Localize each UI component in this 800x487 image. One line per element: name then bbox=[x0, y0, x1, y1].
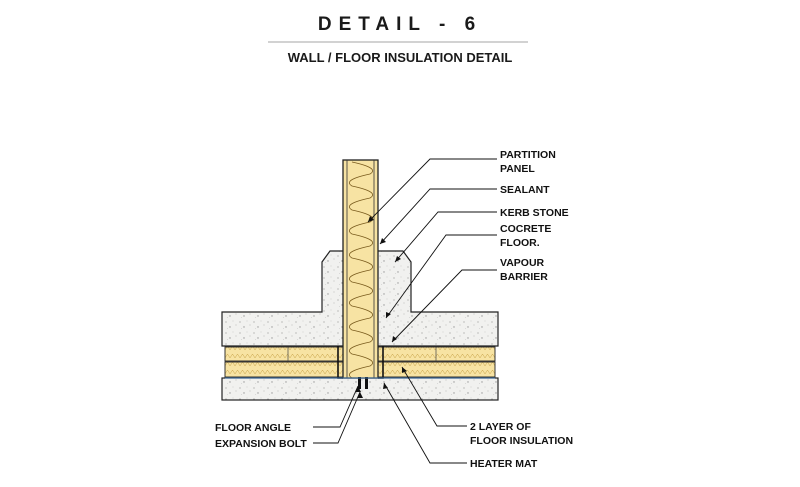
drawing-subtitle: WALL / FLOOR INSULATION DETAIL bbox=[288, 50, 513, 65]
label-concrete-floor-line2: FLOOR. bbox=[500, 237, 540, 249]
partition-panel bbox=[342, 159, 379, 379]
label-floor-insulation-line2: FLOOR INSULATION bbox=[470, 435, 573, 447]
label-sealant: SEALANT bbox=[500, 184, 550, 196]
label-kerb-stone: KERB STONE bbox=[500, 207, 569, 219]
drawing-title: DETAIL - 6 bbox=[318, 14, 482, 35]
label-concrete-floor-line1: COCRETE bbox=[500, 223, 551, 235]
expansion-bolt bbox=[358, 377, 368, 389]
label-heater-mat: HEATER MAT bbox=[470, 458, 538, 470]
label-partition-panel-line1: PARTITION bbox=[500, 149, 556, 161]
label-floor-angle: FLOOR ANGLE bbox=[215, 422, 291, 434]
leader-arrowheads bbox=[355, 216, 407, 398]
label-vapour-barrier-line1: VAPOUR bbox=[500, 257, 545, 269]
label-expansion-bolt: EXPANSION BOLT bbox=[215, 438, 307, 450]
label-floor-insulation-line1: 2 LAYER OF bbox=[470, 421, 531, 433]
label-partition-panel-line2: PANEL bbox=[500, 163, 535, 175]
label-vapour-barrier-line2: BARRIER bbox=[500, 271, 548, 283]
leader-lines bbox=[313, 158, 497, 464]
